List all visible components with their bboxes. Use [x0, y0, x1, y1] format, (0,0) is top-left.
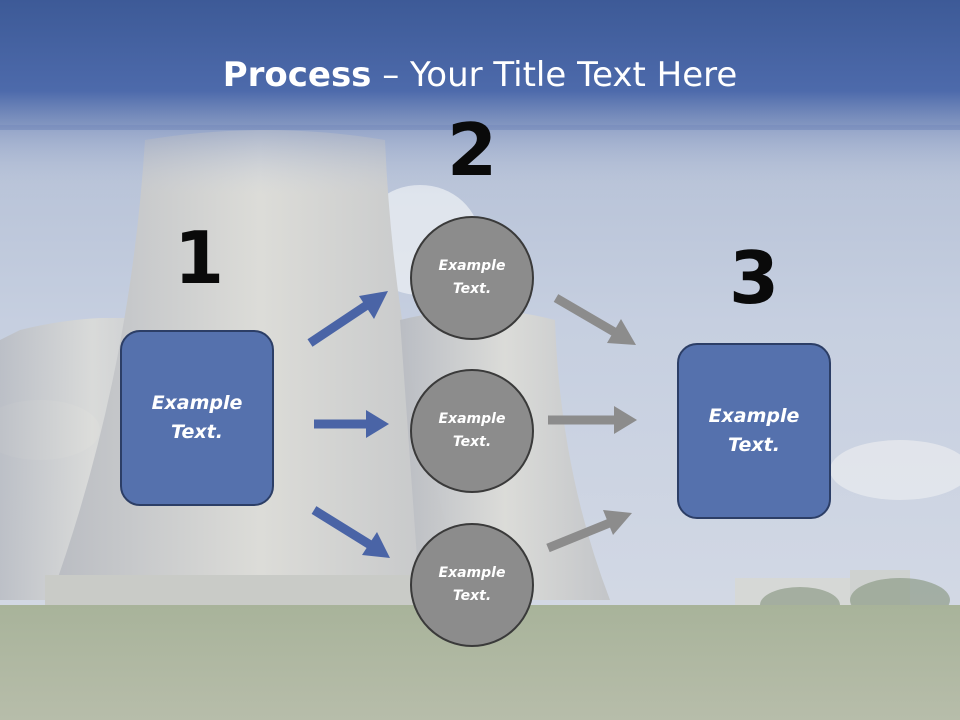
title-rest: – Your Title Text Here: [371, 55, 738, 95]
step-2-circle-top[interactable]: Example Text.: [410, 216, 534, 340]
step-number-3: 3: [728, 236, 780, 320]
title-bold: Process: [222, 55, 372, 95]
step-1-box[interactable]: Example Text.: [120, 330, 274, 506]
step-2-circle-middle[interactable]: Example Text.: [410, 369, 534, 493]
circle-middle-text: Example Text.: [438, 411, 506, 450]
slide-title: Process – Your Title Text Here: [0, 52, 960, 98]
step-3-box[interactable]: Example Text.: [677, 343, 831, 519]
circle-bottom-text: Example Text.: [438, 565, 506, 604]
step-1-box-text: Example Text.: [151, 392, 243, 443]
circle-top-text: Example Text.: [438, 258, 506, 297]
step-number-1: 1: [173, 216, 225, 300]
step-3-box-text: Example Text.: [708, 405, 800, 456]
step-number-2: 2: [446, 108, 498, 192]
step-2-circle-bottom[interactable]: Example Text.: [410, 523, 534, 647]
